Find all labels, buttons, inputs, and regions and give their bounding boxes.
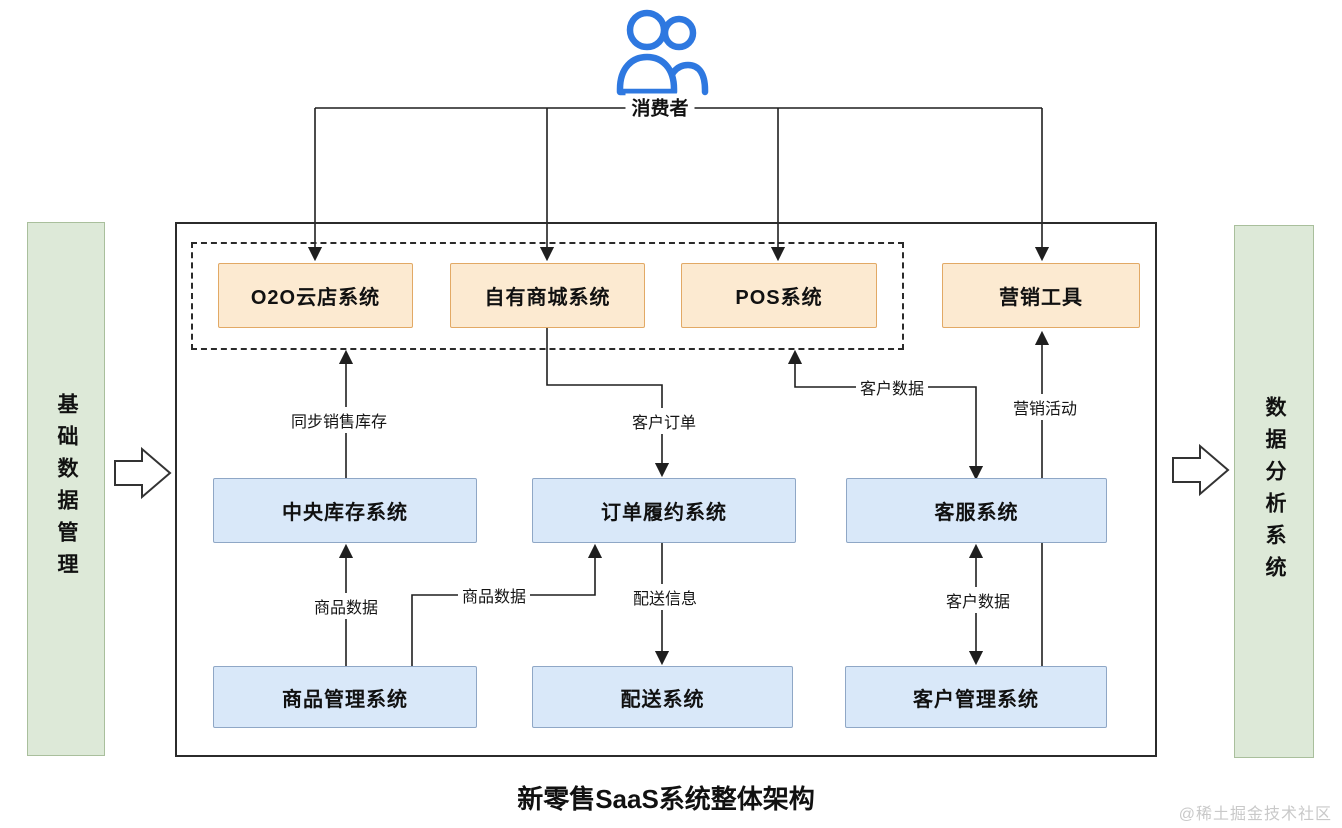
node-marketing-tools: 营销工具 bbox=[942, 263, 1140, 328]
node-label: 客服系统 bbox=[934, 502, 1019, 524]
node-label: 自有商城系统 bbox=[484, 287, 611, 309]
consumer-users-icon bbox=[616, 9, 709, 96]
node-product-management-system: 商品管理系统 bbox=[213, 666, 477, 728]
edge-label-customer-data-crm: 客户数据 bbox=[941, 587, 1015, 613]
diagram-title: 新零售SaaS系统整体架构 bbox=[517, 784, 815, 814]
panel-label: 数据分析系统 bbox=[1263, 395, 1286, 588]
node-central-inventory-system: 中央库存系统 bbox=[213, 478, 477, 543]
watermark: @稀土掘金技术社区 bbox=[1178, 806, 1332, 823]
panel-label: 基础数据管理 bbox=[55, 393, 78, 585]
node-label: O2O云店系统 bbox=[250, 287, 381, 309]
edge-label-delivery-info: 配送信息 bbox=[628, 584, 702, 610]
node-customer-management-system: 客户管理系统 bbox=[845, 666, 1107, 728]
edge-label-marketing-campaign: 营销活动 bbox=[1008, 394, 1082, 420]
right-block-arrow-icon bbox=[1172, 443, 1230, 497]
node-label: 中央库存系统 bbox=[282, 502, 408, 524]
saas-platform-frame bbox=[175, 222, 1157, 757]
node-o2o-cloud-store: O2O云店系统 bbox=[218, 263, 413, 328]
node-pos-system: POS系统 bbox=[681, 263, 877, 328]
edge-label-customer-order: 客户订单 bbox=[627, 408, 701, 434]
left-block-arrow-icon bbox=[114, 446, 172, 500]
node-customer-service-system: 客服系统 bbox=[846, 478, 1107, 543]
node-label: 订单履约系统 bbox=[601, 502, 727, 524]
edge-label-customer-data-pos: 客户数据 bbox=[855, 374, 929, 400]
node-order-fulfillment-system: 订单履约系统 bbox=[532, 478, 796, 543]
edge-label-product-data-fulfillment: 商品数据 bbox=[457, 582, 531, 608]
node-label: 营销工具 bbox=[999, 287, 1083, 309]
panel-base-data-management: 基础数据管理 bbox=[27, 222, 105, 756]
node-label: 配送系统 bbox=[620, 688, 705, 711]
edge-label-sync-inventory: 同步销售库存 bbox=[286, 407, 392, 433]
node-label: POS系统 bbox=[735, 287, 823, 309]
node-label: 客户管理系统 bbox=[913, 688, 1039, 711]
sales-channels-dashed-frame bbox=[191, 242, 904, 350]
node-delivery-system: 配送系统 bbox=[532, 666, 793, 728]
panel-data-analysis-system: 数据分析系统 bbox=[1234, 225, 1314, 758]
node-own-mall-system: 自有商城系统 bbox=[450, 263, 645, 328]
consumer-label: 消费者 bbox=[625, 93, 695, 121]
node-label: 商品管理系统 bbox=[282, 688, 408, 711]
edge-label-product-data-inventory: 商品数据 bbox=[309, 593, 383, 619]
